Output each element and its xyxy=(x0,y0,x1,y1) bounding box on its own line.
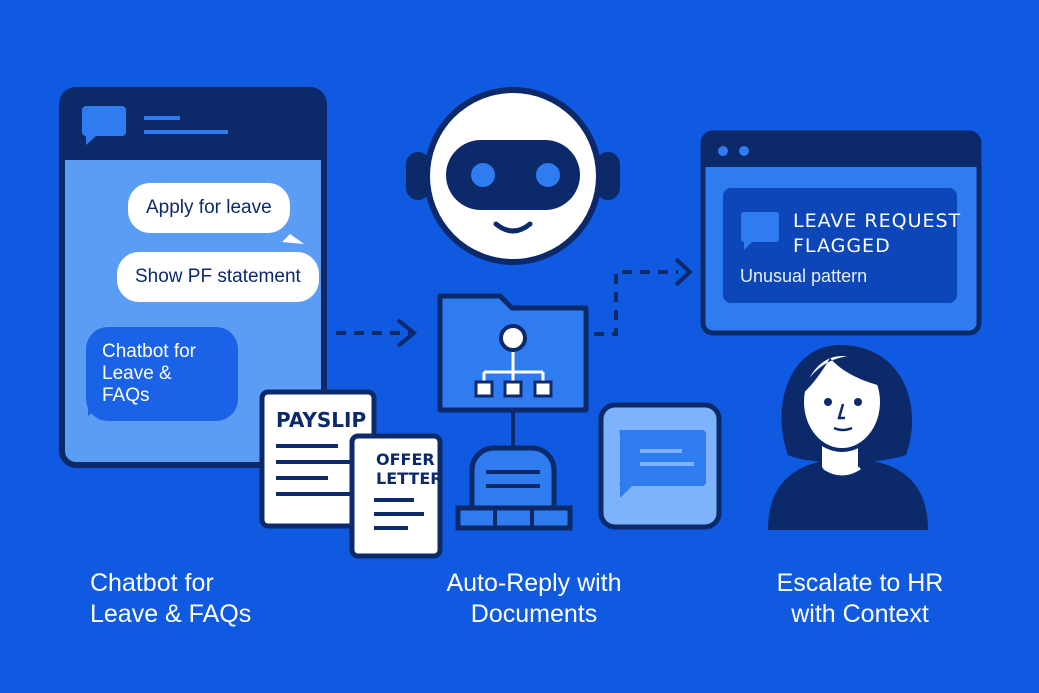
server-icon xyxy=(455,410,573,531)
alert-window xyxy=(700,130,982,336)
caption-chatbot: Chatbot for Leave & FAQs xyxy=(90,569,252,628)
offer-letter-title: OFFER LETTER xyxy=(376,450,443,488)
chat-header-line xyxy=(144,130,228,134)
caption-escalate: Escalate to HR with Context xyxy=(776,569,944,628)
message-card xyxy=(598,402,722,530)
alert-title: LEAVE REQUEST FLAGGED xyxy=(793,210,962,257)
folder-icon xyxy=(437,293,589,413)
payslip-title: PAYSLIP xyxy=(276,408,367,432)
alert-subtitle: Unusual pattern xyxy=(740,266,868,286)
hr-person-icon xyxy=(768,345,928,530)
dashed-arrow xyxy=(594,257,693,336)
chat-header-line xyxy=(144,116,180,120)
dashed-arrow xyxy=(336,318,418,348)
chat-header-icon xyxy=(82,106,126,145)
chat-bubble-pf-statement: Show PF statement xyxy=(117,252,319,302)
caption-auto-reply: Auto-Reply with Documents xyxy=(446,569,622,628)
chat-bubble-apply-leave: Apply for leave xyxy=(128,183,290,233)
bubble-tail xyxy=(282,234,304,244)
offer-letter-document xyxy=(349,433,443,559)
chat-bubble-bot: Chatbot for Leave & FAQs xyxy=(86,327,238,421)
robot-icon xyxy=(406,87,620,265)
alert-chat-icon xyxy=(741,212,779,250)
